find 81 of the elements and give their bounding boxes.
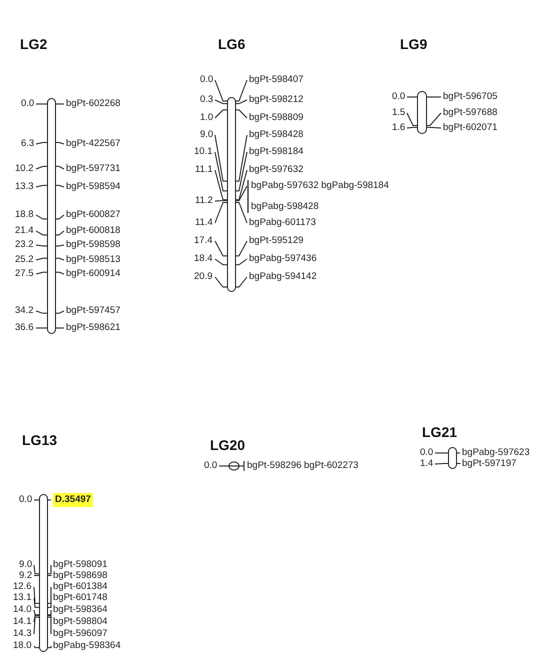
marker-label: bgPt-598598 [66,239,120,251]
marker-label: bgPabg-594142 [249,271,317,283]
position-label: 9.0 [19,559,32,571]
marker-label: bgPt-597457 [66,305,120,317]
marker-label: bgPt-598091 [53,559,108,571]
position-label: 18.8 [15,209,34,221]
position-label: 17.4 [194,235,212,247]
position-label: 18.4 [194,253,212,265]
marker-label: bgPt-600827 [66,209,120,221]
linkage-group-heading: LG9 [400,36,428,52]
marker-label: bgPabg-597436 [249,253,317,265]
position-label: 11.4 [195,217,213,229]
marker-label: bgPt-600818 [66,225,120,237]
marker-label: bgPt-598621 [66,322,120,334]
marker-label: bgPt-597632 [249,164,304,176]
marker-label: bgPabg-597632 bgPabg-598184 [251,180,389,192]
marker-label: bgPabg-601173 [249,217,316,229]
position-label: 18.0 [13,640,32,652]
position-label: 0.0 [19,494,32,506]
marker-label: bgPt-602268 [66,98,120,110]
marker-label: D.35497 [53,493,93,507]
position-label: 1.0 [200,112,214,124]
marker-label: bgPt-598184 [249,146,304,158]
position-label: 13.1 [13,592,32,604]
marker-label: bgPt-598212 [249,94,304,106]
position-label: 1.4 [420,458,434,470]
position-label: 0.0 [200,74,214,86]
position-label: 0.3 [200,94,214,106]
linkage-group-heading: LG13 [22,432,58,448]
marker-label: bgPt-598804 [53,616,108,628]
position-label: 27.5 [15,268,34,280]
linkage-group-heading: LG20 [210,437,246,453]
position-label: 10.2 [15,163,34,175]
marker-label: bgPt-598428 [249,129,304,141]
marker-label: bgPt-596705 [443,91,498,103]
position-label: 23.2 [15,239,34,251]
marker-label: bgPt-598296 bgPt-602273 [247,460,358,472]
position-label: 11.2 [195,195,213,207]
marker-label: bgPt-598809 [249,112,304,124]
position-label: 36.6 [15,322,34,334]
position-label: 20.9 [194,271,212,283]
linkage-group-heading: LG2 [20,36,48,52]
position-label: 1.6 [392,122,406,134]
position-label: 14.3 [13,628,32,640]
marker-label: bgPt-600914 [66,268,120,280]
position-label: 0.0 [420,447,434,459]
marker-label: bgPt-598364 [53,604,108,616]
position-label: 21.4 [15,225,34,237]
position-label: 9.0 [200,129,214,141]
position-label: 25.2 [15,254,34,266]
marker-label: bgPabg-598364 [53,640,121,652]
position-label: 0.0 [204,460,218,472]
linkage-group-heading: LG21 [422,424,458,440]
marker-label: bgPt-597688 [443,107,498,119]
position-label: 10.1 [194,146,212,158]
position-label: 0.0 [21,98,34,110]
marker-label: bgPt-596097 [53,628,108,640]
position-label: 11.1 [195,164,213,176]
marker-label: bgPabg-597623 [462,447,530,459]
marker-label: bgPt-598698 [53,570,108,582]
position-label: 0.0 [392,91,406,103]
marker-label: bgPt-601384 [53,581,108,593]
marker-label: bgPt-598594 [66,181,120,193]
position-label: 12.6 [13,581,32,593]
marker-label: bgPt-598407 [249,74,304,86]
position-label: 14.0 [13,604,32,616]
marker-label: bgPt-422567 [66,138,120,150]
linkage-group-heading: LG6 [218,36,246,52]
marker-label: bgPt-595129 [249,235,304,247]
marker-label: bgPt-597731 [66,163,120,175]
marker-label: bgPt-598513 [66,254,120,266]
marker-label: bgPt-602071 [443,122,498,134]
position-label: 13.3 [15,181,34,193]
position-label: 9.2 [19,570,32,582]
marker-label: bgPt-601748 [53,592,108,604]
marker-label: bgPt-597197 [462,458,516,470]
marker-label: bgPabg-598428 [251,201,319,213]
position-label: 6.3 [21,138,34,150]
position-label: 34.2 [15,305,34,317]
position-label: 14.1 [13,616,32,628]
position-label: 1.5 [392,107,406,119]
